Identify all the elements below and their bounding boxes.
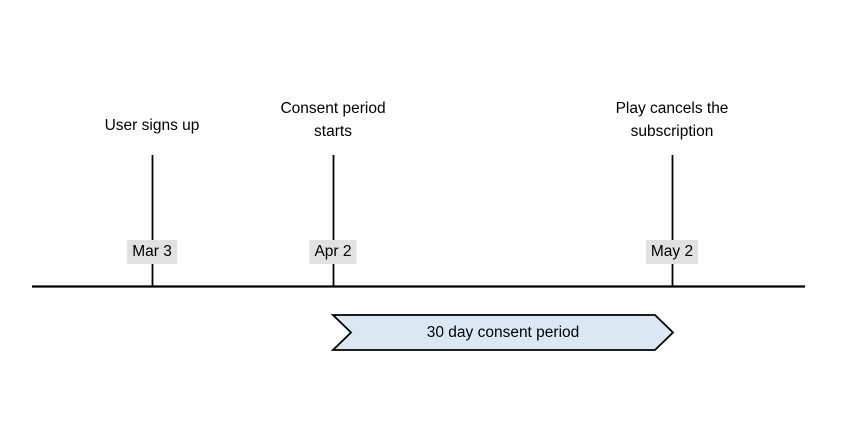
- consent-period-banner-label: 30 day consent period: [426, 324, 580, 341]
- event-title-play-cancels-subscription: Play cancels the subscription: [615, 100, 729, 140]
- consent-period-banner-shape: [330, 314, 675, 351]
- event-title-user-signs-up: User signs up: [104, 117, 200, 134]
- event-title-consent-period-starts: Consent period starts: [280, 100, 386, 140]
- event-date-chip-consent-period-starts: Apr 2: [309, 240, 357, 264]
- event-date-chip-user-signs-up: Mar 3: [127, 240, 177, 264]
- event-date-chip-play-cancels-subscription: May 2: [645, 240, 699, 264]
